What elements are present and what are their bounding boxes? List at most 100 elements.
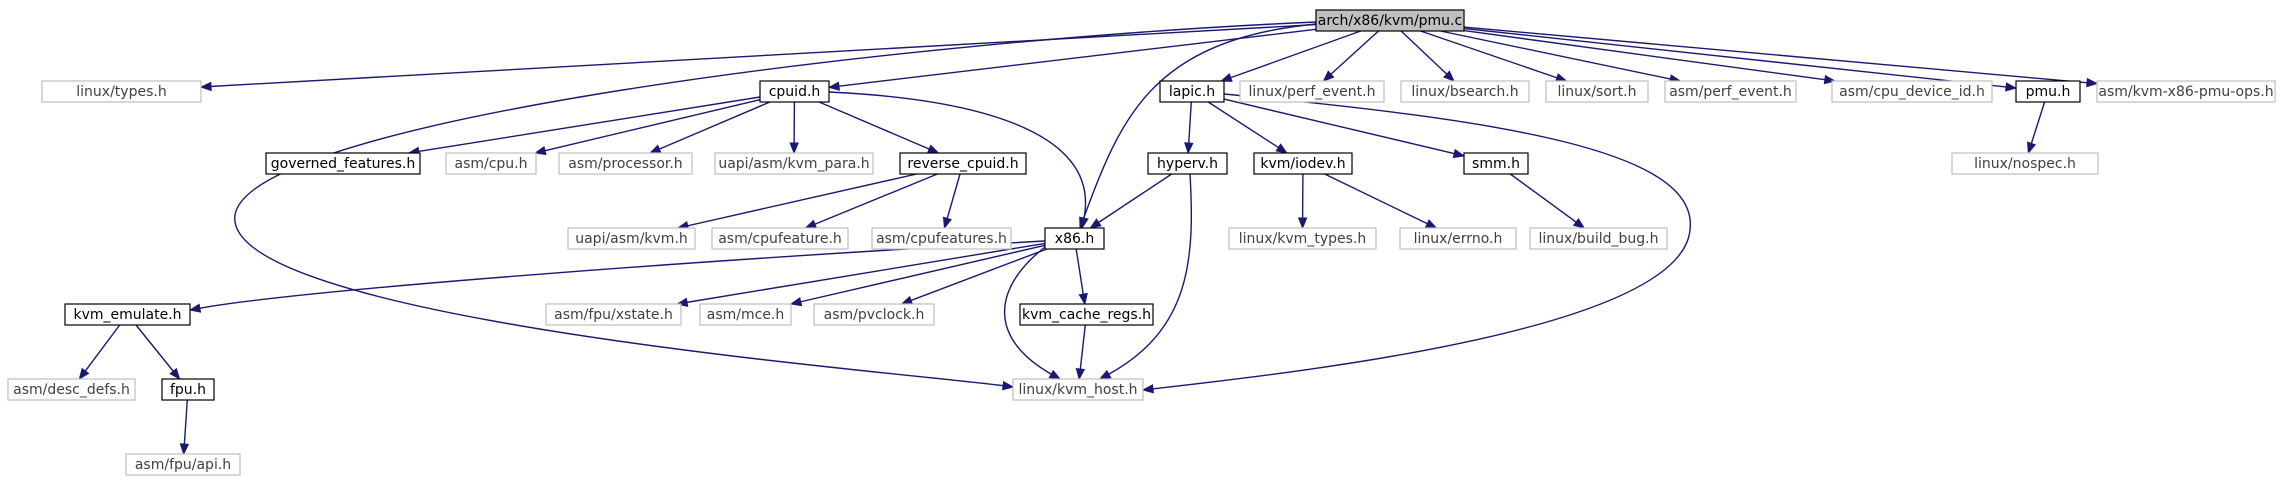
edge-arrowhead (926, 144, 940, 154)
edge-line (1463, 26, 2089, 84)
node-label: asm/processor.h (568, 156, 682, 172)
edge-root-to-linux_types (199, 23, 1317, 92)
edge-kvm_emulate-to-desc_defs (78, 324, 121, 381)
node-box (7, 378, 136, 401)
edge-arrowhead (533, 145, 547, 156)
edge-line (1188, 101, 1192, 145)
node-pmu[interactable]: pmu.h (2015, 80, 2081, 103)
edge-root-to-sort (1420, 30, 1568, 83)
edge-root-to-kvm_host (234, 21, 1317, 391)
edge-line (1440, 30, 1672, 80)
edge-lapic-to-kvm_host (1141, 93, 1691, 394)
edge-line (1463, 29, 1826, 81)
node-box (1315, 9, 1465, 32)
edge-line (828, 91, 1087, 220)
edge-arrowhead (78, 367, 90, 381)
edge-arrowhead (648, 144, 662, 154)
node-fpu[interactable]: fpu.h (161, 378, 215, 401)
node-box (2015, 80, 2081, 103)
node-box (445, 152, 537, 175)
node-label: fpu.h (170, 382, 206, 398)
node-box (1159, 80, 1225, 103)
node-root[interactable]: arch/x86/kvm/pmu.c (1315, 9, 1465, 32)
node-box (1463, 152, 1529, 175)
edge-arrowhead (199, 81, 212, 92)
node-box (1951, 152, 2099, 175)
node-label: linux/nospec.h (1974, 156, 2076, 172)
node-label: smm.h (1472, 156, 1520, 172)
edge-line (135, 324, 175, 373)
node-box (1228, 227, 1377, 250)
node-cpuid[interactable]: cpuid.h (759, 80, 830, 103)
node-kvm-iodev[interactable]: kvm/iodev.h (1253, 152, 1353, 175)
edge-root-to-perf_event_linux (1322, 30, 1379, 82)
edge-line (1207, 101, 1280, 149)
node-box (161, 378, 215, 401)
node-box (813, 303, 935, 326)
edge-hyperv-to-kvm_host (1098, 173, 1193, 380)
edge-root-to-x86 (1079, 23, 1317, 230)
node-fpu-xstate: asm/fpu/xstate.h (545, 303, 682, 326)
node-asm-cpu: asm/cpu.h (445, 152, 537, 175)
node-kvm-x86-pmu-ops: asm/kvm-x86-pmu-ops.h (2096, 80, 2276, 103)
edge-arrowhead (1078, 292, 1088, 306)
edge-smm-to-build_bug (1509, 173, 1586, 229)
node-kvm-cache-regs[interactable]: kvm_cache_regs.h (1019, 303, 1154, 326)
edge-arrowhead (188, 303, 202, 313)
edge-line (818, 101, 931, 151)
edge-root-to-bsearch (1400, 30, 1455, 82)
edge-lapic-to-smm (1223, 98, 1466, 159)
edge-lapic-to-hyperv (1184, 101, 1194, 155)
node-box (1147, 152, 1228, 175)
node-label: lapic.h (1169, 84, 1215, 100)
edge-arrowhead (1184, 142, 1194, 155)
node-smm[interactable]: smm.h (1463, 152, 1529, 175)
node-label: linux/errno.h (1414, 231, 1503, 247)
node-nospec: linux/nospec.h (1951, 152, 2099, 175)
node-label: asm/mce.h (707, 307, 785, 323)
edge-line (909, 248, 1048, 302)
edge-line (1079, 324, 1086, 371)
node-box (1239, 80, 1385, 103)
edge-line (1107, 173, 1193, 376)
node-reverse-cpuid[interactable]: reverse_cpuid.h (899, 152, 1027, 175)
edge-line (1229, 30, 1361, 79)
edge-line (84, 324, 121, 373)
node-label: asm/fpu/api.h (135, 457, 231, 473)
edge-root-to-lapic (1220, 30, 1361, 82)
edge-arrowhead (2027, 141, 2037, 155)
edge-arrowhead (1141, 384, 1154, 394)
node-desc-defs: asm/desc_defs.h (7, 378, 136, 401)
edge-fpu-to-fpu_api (179, 399, 190, 456)
node-box (64, 303, 191, 326)
edge-line (198, 240, 1046, 310)
node-governed-features[interactable]: governed_features.h (265, 152, 421, 175)
edge-arrowhead (900, 295, 914, 305)
edge-line (1151, 93, 1691, 390)
node-bsearch: linux/bsearch.h (1400, 80, 1530, 103)
edge-x86-to-kvm_host (1003, 246, 1062, 380)
edge-arrowhead (789, 297, 803, 307)
node-kvm-emulate[interactable]: kvm_emulate.h (64, 303, 191, 326)
node-label: linux/kvm_types.h (1239, 231, 1366, 247)
node-x86[interactable]: x86.h (1044, 227, 1105, 250)
node-hyperv[interactable]: hyperv.h (1147, 152, 1228, 175)
edge-line (2030, 101, 2046, 145)
node-label: reverse_cpuid.h (907, 156, 1018, 172)
edge-arrowhead (1424, 219, 1438, 229)
node-box (871, 227, 1012, 250)
node-label: linux/kvm_host.h (1018, 382, 1137, 398)
node-kvm-types: linux/kvm_types.h (1228, 227, 1377, 250)
node-label: asm/fpu/xstate.h (554, 307, 673, 323)
node-label: x86.h (1055, 231, 1094, 247)
edge-line (209, 23, 1317, 88)
edge-lapic-to-kvm_iodev (1207, 101, 1288, 154)
edge-arrowhead (1089, 218, 1102, 229)
edge-arrowhead (1098, 369, 1112, 380)
edge-arrowhead (1075, 368, 1086, 381)
node-lapic[interactable]: lapic.h (1159, 80, 1225, 103)
edge-cpuid-to-reverse_cpuid (818, 101, 940, 154)
edge-kvm_cache_regs-to-kvm_host (1075, 324, 1086, 381)
node-label: linux/bsearch.h (1411, 84, 1518, 100)
